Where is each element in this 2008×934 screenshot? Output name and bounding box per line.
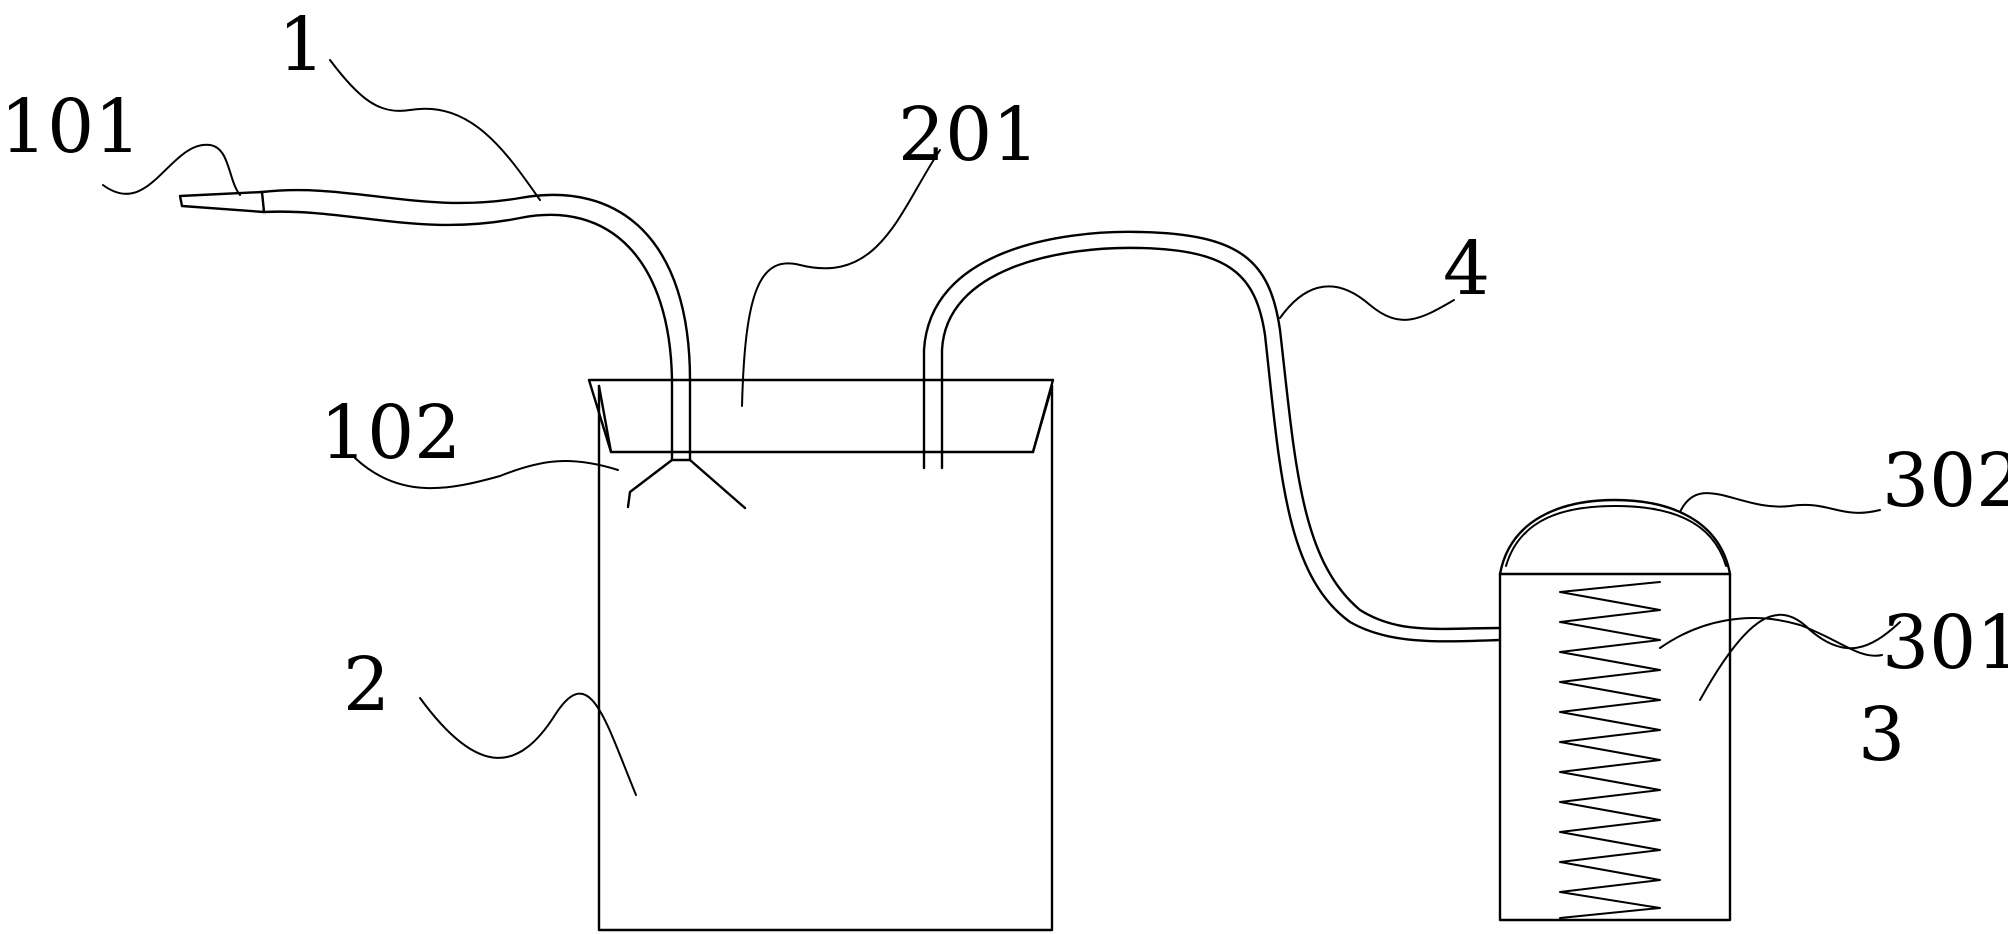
hose-1 [180,190,745,508]
label-1: 1 [278,2,325,88]
outlet-102 [628,460,745,508]
label-2: 2 [343,642,390,728]
label-3: 3 [1858,692,1905,778]
label-301: 301 [1882,600,2008,686]
container-2 [589,380,1053,930]
label-101: 101 [0,84,141,170]
tube-4 [924,232,1500,641]
label-302: 302 [1882,438,2008,524]
coil-301 [1560,582,1660,918]
label-201: 201 [898,92,1039,178]
cap-302 [1500,500,1730,574]
vessel-3 [1500,500,1730,920]
reference-labels: 1 101 201 4 102 302 301 2 3 [0,2,2008,778]
nozzle-101 [180,192,264,212]
label-102: 102 [320,390,461,476]
label-4: 4 [1443,226,1490,312]
lid-201 [589,380,1053,452]
